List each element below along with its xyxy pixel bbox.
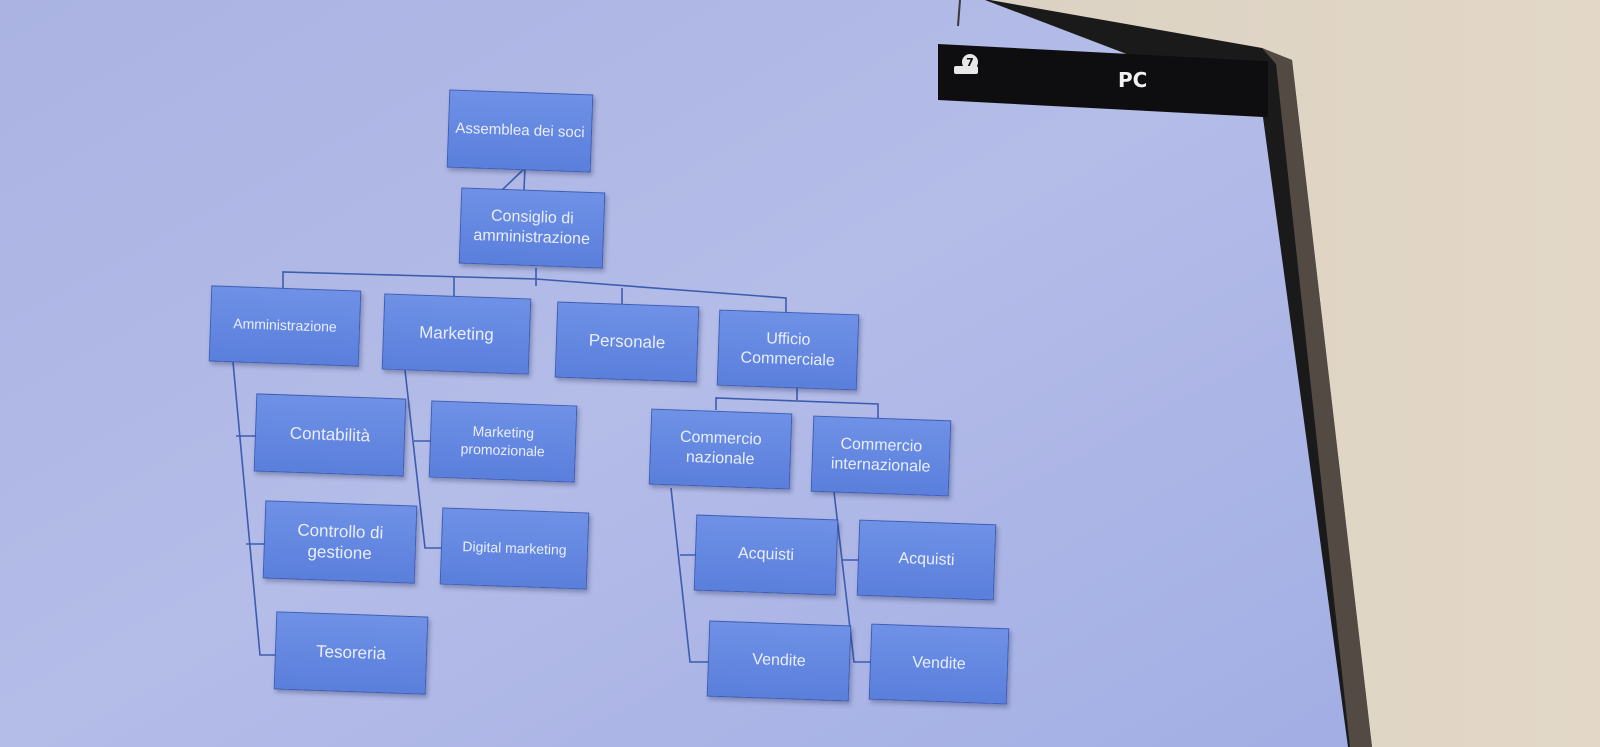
node-digital-marketing: Digital marketing [439,507,590,590]
node-label: Acquisti [898,550,955,569]
node-label: Acquisti [737,545,795,564]
node-internazionale-vendite: Vendite [868,623,1010,705]
node-label: Tesoreria [315,642,387,664]
node-commercio-nazionale: Commercio nazionale [648,408,793,490]
node-label: Amministrazione [233,315,338,336]
node-internazionale-acquisti: Acquisti [856,519,997,601]
node-label: Controllo di gestione [297,520,384,564]
node-commercio-internazionale: Commercio internazionale [810,415,952,497]
input-source-label: PC [1118,68,1148,92]
node-assemblea-soci: Assemblea dei soci [446,89,594,173]
node-contabilita: Contabilità [253,393,407,477]
svg-text:7: 7 [966,56,974,69]
node-nazionale-acquisti: Acquisti [693,514,839,596]
node-label: Consiglio di amministrazione [473,207,591,249]
node-label: Marketing [418,323,495,345]
node-controllo-gestione: Controllo di gestione [262,500,418,584]
node-label: Vendite [752,651,806,670]
node-label: Commercio internazionale [830,435,931,476]
node-nazionale-vendite: Vendite [706,620,852,702]
node-label: Contabilità [289,423,371,446]
node-label: Ufficio Commerciale [740,330,836,370]
node-label: Marketing promozionale [460,422,546,459]
node-label: Vendite [912,654,966,673]
node-tesoreria: Tesoreria [273,611,429,695]
node-marketing-promozionale: Marketing promozionale [428,400,578,483]
input-source-icon: 7 [952,52,982,78]
node-amministrazione: Amministrazione [208,285,362,367]
node-label: Assemblea dei soci [455,119,585,141]
node-marketing: Marketing [381,293,532,375]
node-label: Commercio nazionale [679,428,763,469]
node-consiglio-amministrazione: Consiglio di amministrazione [458,187,606,269]
node-label: Personale [588,331,666,353]
node-ufficio-commerciale: Ufficio Commerciale [716,309,860,391]
node-personale: Personale [554,301,700,383]
node-label: Digital marketing [462,537,567,558]
